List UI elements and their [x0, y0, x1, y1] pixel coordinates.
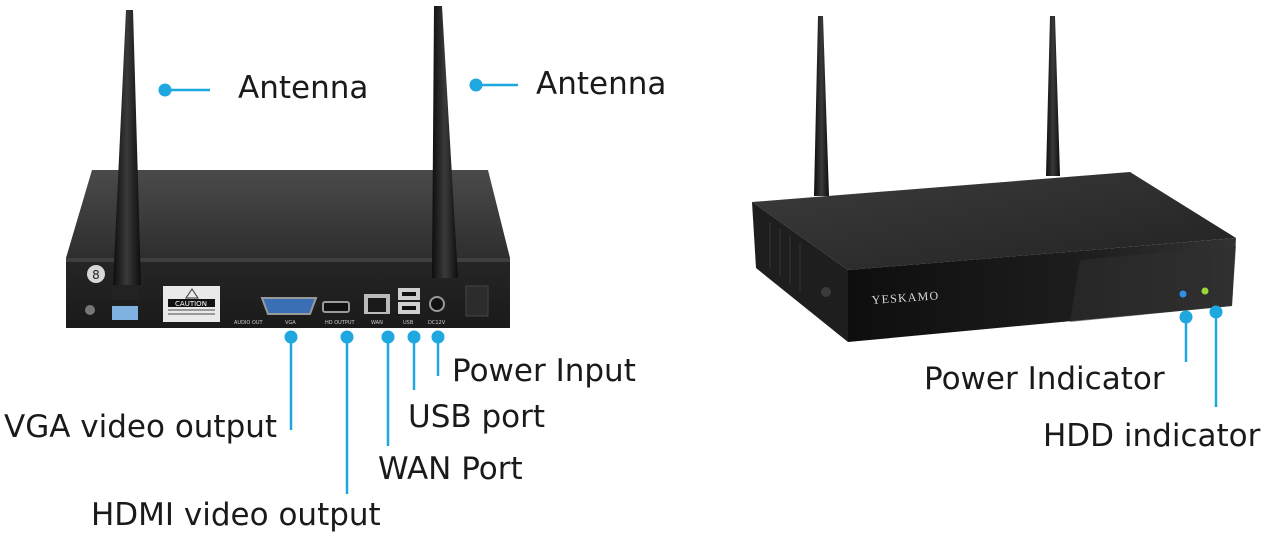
usb-ports — [398, 288, 420, 314]
rear-device: 8 CAUTION — [66, 6, 510, 328]
label-wan-port: WAN Port — [378, 451, 523, 487]
front-device: YESKAMO — [752, 16, 1236, 342]
hdd-led — [1201, 287, 1209, 295]
vga-port — [260, 297, 318, 315]
rear-callouts — [158, 78, 518, 494]
power-led — [1179, 290, 1187, 298]
antenna-icon-front-left — [814, 16, 829, 196]
label-antenna-right: Antenna — [536, 66, 667, 102]
ground-screw — [87, 265, 105, 283]
port-label-wan: WAN — [371, 320, 383, 326]
hdmi-port — [322, 301, 350, 313]
caution-icon — [185, 288, 199, 299]
svg-text:8: 8 — [92, 268, 100, 282]
antenna-icon-left — [113, 10, 141, 285]
rear-top-surface — [66, 170, 510, 258]
label-hdmi-video-output: HDMI video output — [91, 497, 381, 533]
dc-power-jack — [429, 296, 445, 312]
antenna-icon-front-right — [1046, 16, 1060, 176]
label-vga-video-output: VGA video output — [4, 409, 278, 445]
caution-text: CAUTION — [175, 300, 207, 308]
port-label-hdmi: HD OUTPUT — [325, 320, 356, 326]
port-label-vga: VGA — [285, 320, 296, 326]
port-label-usb: USB — [403, 320, 414, 326]
front-top-surface — [752, 172, 1236, 270]
label-power-input: Power Input — [452, 353, 636, 389]
front-callouts — [1179, 305, 1223, 407]
label-power-indicator: Power Indicator — [924, 361, 1165, 397]
label-antenna-left: Antenna — [238, 70, 369, 106]
antenna-icon-right — [432, 6, 458, 278]
brand-logo: YESKAMO — [871, 288, 940, 307]
wan-port — [364, 294, 390, 314]
label-usb-port: USB port — [408, 399, 546, 435]
id-sticker — [112, 306, 138, 320]
port-label-audio: AUDIO OUT — [234, 320, 264, 326]
label-hdd-indicator: HDD indicator — [1043, 418, 1261, 454]
port-label-dc: DC12V — [428, 320, 446, 326]
caution-sticker: CAUTION — [163, 286, 220, 322]
